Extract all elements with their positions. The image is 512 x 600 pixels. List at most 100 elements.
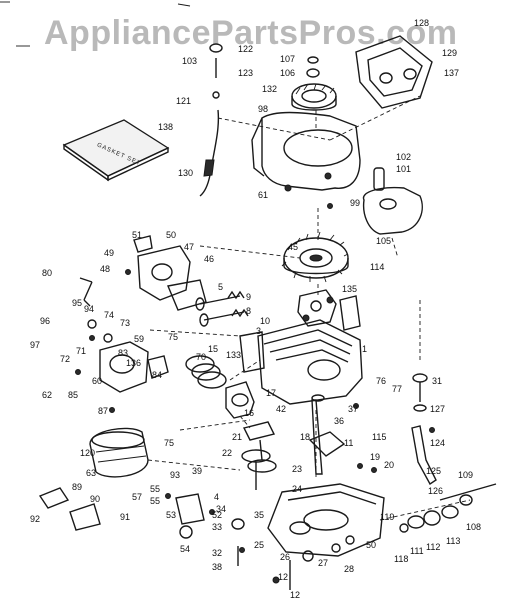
callout: 55	[150, 496, 160, 506]
callout: 83	[118, 348, 128, 358]
callout: 28	[344, 564, 354, 574]
callout: 120	[80, 448, 95, 458]
callout: 24	[292, 484, 302, 494]
callout: 107	[280, 54, 295, 64]
ignition-coil	[297, 289, 337, 327]
callout: 4	[214, 492, 219, 502]
callout: 33	[212, 522, 222, 532]
callout: 53	[166, 510, 176, 520]
callout: 93	[170, 470, 180, 480]
callout: 98	[258, 104, 268, 114]
callout: 114	[370, 262, 384, 272]
callout: 12	[290, 590, 300, 600]
callout: 133	[226, 350, 241, 360]
callout: 80	[42, 268, 52, 278]
callout: 38	[212, 562, 222, 572]
callout: 130	[178, 168, 193, 178]
callout: 75	[164, 438, 174, 448]
callout: 10	[260, 316, 270, 326]
oil-base	[267, 483, 385, 557]
callout: 92	[30, 514, 40, 524]
callout: 96	[40, 316, 50, 326]
callout: 31	[432, 376, 442, 386]
valve-assembly	[195, 290, 249, 327]
callout: 3	[256, 326, 261, 336]
callout: 59	[134, 334, 144, 344]
callout: 54	[180, 544, 190, 554]
callout: 49	[104, 248, 114, 258]
starter-pulley	[291, 83, 337, 111]
cylinder-block	[239, 295, 363, 405]
callout: 1	[362, 344, 367, 354]
callout: 23	[292, 464, 302, 474]
callout: 34	[216, 504, 226, 514]
gasket-set-card: GASKET SET	[62, 119, 170, 182]
callout: 62	[42, 390, 52, 400]
callout: 9	[246, 292, 251, 302]
callout: 101	[396, 164, 411, 174]
callout: 46	[204, 254, 214, 264]
callout: 47	[184, 242, 194, 252]
callout: 127	[430, 404, 445, 414]
callout: 95	[72, 298, 82, 308]
callout: 113	[446, 536, 460, 546]
callout: 12	[278, 572, 288, 582]
callout: 74	[104, 310, 114, 320]
callout: 70	[196, 352, 206, 362]
control-linkage	[199, 43, 223, 197]
crankshaft	[308, 394, 346, 475]
callout: 118	[394, 554, 408, 564]
callout: 124	[430, 438, 445, 448]
callout: 15	[208, 344, 218, 354]
callout: 109	[458, 470, 473, 480]
governor-bracket	[38, 487, 205, 531]
carburetor-body	[87, 319, 169, 393]
callout: 121	[176, 96, 191, 106]
callout: 132	[262, 84, 277, 94]
callout: 60	[92, 376, 102, 386]
callout: 17	[266, 388, 276, 398]
callout: 136	[126, 358, 141, 368]
air-cleaner	[89, 427, 149, 478]
callout: 138	[158, 122, 173, 132]
callout: 99	[350, 198, 360, 208]
part-callouts: 128 129 103 122 123 107 106 137 132 121 …	[30, 18, 481, 600]
callout: 91	[120, 512, 130, 522]
callout: 129	[442, 48, 457, 58]
callout: 21	[232, 432, 242, 442]
muffler	[362, 167, 423, 235]
callout: 71	[76, 346, 86, 356]
piston-rings	[185, 355, 227, 389]
hardware-dots	[75, 184, 435, 553]
callout: 102	[396, 152, 411, 162]
callout: 76	[376, 376, 386, 386]
callout: 63	[86, 468, 96, 478]
callout: 89	[72, 482, 82, 492]
callout: 103	[182, 56, 197, 66]
callout: 57	[132, 492, 142, 502]
small-fasteners	[179, 483, 497, 590]
callout: 61	[258, 190, 268, 200]
callout: 111	[410, 546, 424, 556]
callout: 87	[98, 406, 108, 416]
carburetor	[79, 235, 207, 311]
callout: 32	[212, 548, 222, 558]
callout: 90	[90, 494, 100, 504]
callout: 106	[280, 68, 295, 78]
callout: 37	[348, 404, 358, 414]
callout: 50	[366, 540, 376, 550]
callout: 39	[192, 466, 202, 476]
shroud-cover	[355, 35, 433, 109]
callout: 77	[392, 384, 402, 394]
cam-gear	[241, 449, 271, 490]
callout: 51	[132, 230, 142, 240]
callout: 128	[414, 18, 429, 28]
callout: 112	[426, 542, 440, 552]
callout: 125	[426, 466, 441, 476]
callout: 115	[372, 432, 386, 442]
piston	[225, 381, 255, 419]
callout: 35	[254, 510, 264, 520]
watermark-text: AppliancePartsPros.com	[44, 14, 458, 52]
callout: 52	[212, 510, 222, 520]
connecting-rod	[242, 421, 277, 473]
